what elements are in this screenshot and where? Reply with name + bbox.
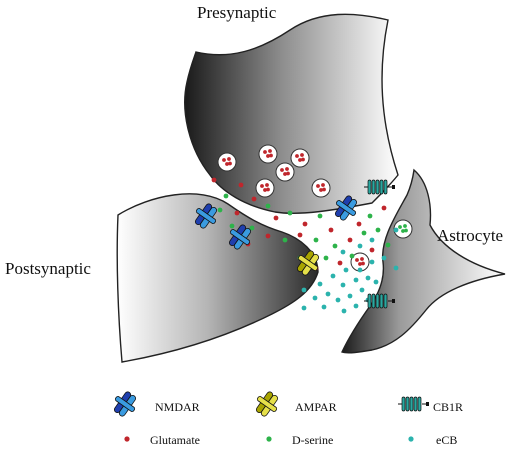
glutamate-particle xyxy=(211,177,217,183)
dserine-particle xyxy=(385,242,391,248)
ecb-particle xyxy=(347,293,353,299)
postsynaptic-spine xyxy=(116,193,319,363)
legend-glutamate-label: Glutamate xyxy=(150,433,200,447)
synaptic-vesicle-icon xyxy=(255,178,275,198)
dserine-particle xyxy=(332,243,338,249)
glutamate-particle xyxy=(297,232,303,238)
ecb-particle xyxy=(325,291,331,297)
ecb-particle xyxy=(330,273,336,279)
dserine-particle xyxy=(349,253,355,259)
synaptic-vesicle-icon xyxy=(275,162,295,182)
ecb-particle xyxy=(317,281,323,287)
ecb-particle xyxy=(381,255,387,261)
legend-ecb-label: eCB xyxy=(436,433,458,447)
legend-cb1r-icon xyxy=(398,396,429,412)
ecb-particle xyxy=(357,267,363,273)
cb1r-receptor-icon xyxy=(364,293,395,309)
nmdar-receptor-icon xyxy=(194,203,218,229)
ecb-particle xyxy=(353,303,359,309)
presynaptic-label: Presynaptic xyxy=(197,3,277,22)
receptor-layer xyxy=(194,179,395,309)
glutamate-particle xyxy=(369,247,375,253)
legend-nmdar-label: NMDAR xyxy=(155,400,200,414)
legend-dserine-dot xyxy=(266,436,272,442)
glutamate-particle xyxy=(238,182,244,188)
particle-layer xyxy=(211,177,399,314)
presynaptic-terminal xyxy=(184,13,399,214)
synaptic-vesicle-icon xyxy=(217,152,237,172)
ecb-particle xyxy=(373,279,379,285)
dserine-particle xyxy=(229,223,235,229)
ecb-particle xyxy=(393,227,399,233)
glutamate-particle xyxy=(381,205,387,211)
ecb-particle xyxy=(353,277,359,283)
glutamate-particle xyxy=(347,237,353,243)
ecb-particle xyxy=(365,275,371,281)
nmdar-receptor-icon xyxy=(334,195,358,221)
nmdar-receptor-icon xyxy=(228,224,252,250)
dserine-particle xyxy=(282,237,288,243)
glutamate-particle xyxy=(337,260,343,266)
legend-dserine-label: D-serine xyxy=(292,433,334,447)
ecb-particle xyxy=(321,304,327,310)
ecb-particle xyxy=(335,297,341,303)
glutamate-particle xyxy=(273,215,279,221)
glutamate-particle xyxy=(265,233,271,239)
dserine-particle xyxy=(361,230,367,236)
dserine-particle xyxy=(317,213,323,219)
astrocyte-label: Astrocyte xyxy=(437,226,504,245)
glutamate-particle xyxy=(234,210,240,216)
ecb-particle xyxy=(301,287,307,293)
legend-glutamate-dot xyxy=(124,436,130,442)
ecb-particle xyxy=(340,282,346,288)
postsynaptic-label: Postsynaptic xyxy=(5,259,91,278)
dserine-particle xyxy=(217,207,223,213)
ecb-particle xyxy=(340,249,346,255)
dserine-particle xyxy=(313,237,319,243)
ecb-particle xyxy=(369,237,375,243)
dserine-particle xyxy=(265,203,271,209)
legend-ampar-label: AMPAR xyxy=(295,400,337,414)
legend-icon-layer xyxy=(113,391,429,442)
dserine-particle xyxy=(287,210,293,216)
dserine-particle xyxy=(367,213,373,219)
legend-ampar-icon xyxy=(255,391,279,417)
legend-nmdar-icon xyxy=(113,391,137,417)
glutamate-particle xyxy=(356,221,362,227)
dserine-particle xyxy=(375,227,381,233)
synaptic-vesicle-icon xyxy=(258,144,278,164)
ecb-particle xyxy=(369,259,375,265)
dserine-particle xyxy=(249,225,255,231)
synaptic-vesicle-icon xyxy=(311,178,331,198)
synaptic-vesicle-icon xyxy=(290,148,310,168)
ampar-receptor-icon xyxy=(296,250,320,276)
ecb-particle xyxy=(341,308,347,314)
legend-cb1r-label: CB1R xyxy=(433,400,464,414)
ecb-particle xyxy=(359,287,365,293)
ecb-particle xyxy=(301,305,307,311)
ecb-particle xyxy=(312,295,318,301)
ecb-particle xyxy=(357,243,363,249)
glutamate-particle xyxy=(302,221,308,227)
glutamate-particle xyxy=(328,227,334,233)
dserine-particle xyxy=(323,255,329,261)
glutamate-particle xyxy=(251,196,257,202)
ecb-particle xyxy=(343,267,349,273)
cb1r-receptor-icon xyxy=(364,179,395,195)
dserine-particle xyxy=(223,193,229,199)
synaptic-vesicle-icon xyxy=(393,219,413,239)
ecb-particle xyxy=(393,265,399,271)
legend-ecb-dot xyxy=(408,436,414,442)
vesicle-layer xyxy=(217,144,413,272)
